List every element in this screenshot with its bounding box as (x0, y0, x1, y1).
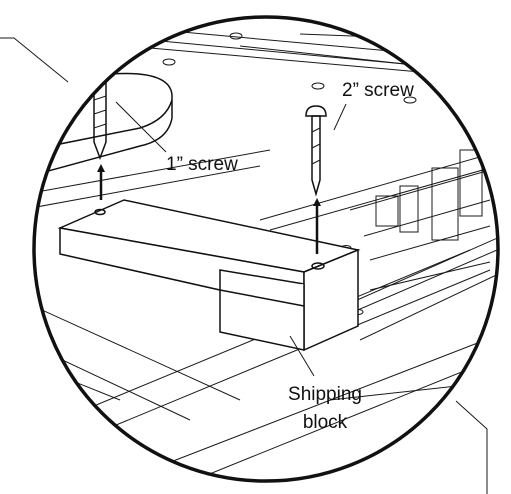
leader-line-top-left (0, 37, 69, 83)
leader-line-bottom-right (455, 400, 488, 494)
table-plate (34, 72, 173, 177)
frame-holes (162, 32, 417, 104)
label-2-inch-screw: 2” screw (342, 80, 414, 101)
magnifier-circle (32, 15, 500, 483)
frame-structure-right (340, 149, 491, 315)
screw-2-inch (305, 105, 327, 197)
shipping-block (57, 199, 361, 352)
label-shipping-line2: block (303, 412, 348, 433)
callout-line-2-inch (333, 103, 347, 131)
callout-line-shipping (289, 335, 315, 377)
block-stem-front (219, 284, 305, 351)
block-hole-right (311, 262, 325, 270)
callout-line-1-inch (115, 101, 167, 153)
block-hole-left (94, 208, 106, 216)
label-1-inch-screw: 1” screw (166, 154, 238, 175)
label-shipping-line1: Shipping (288, 384, 362, 405)
